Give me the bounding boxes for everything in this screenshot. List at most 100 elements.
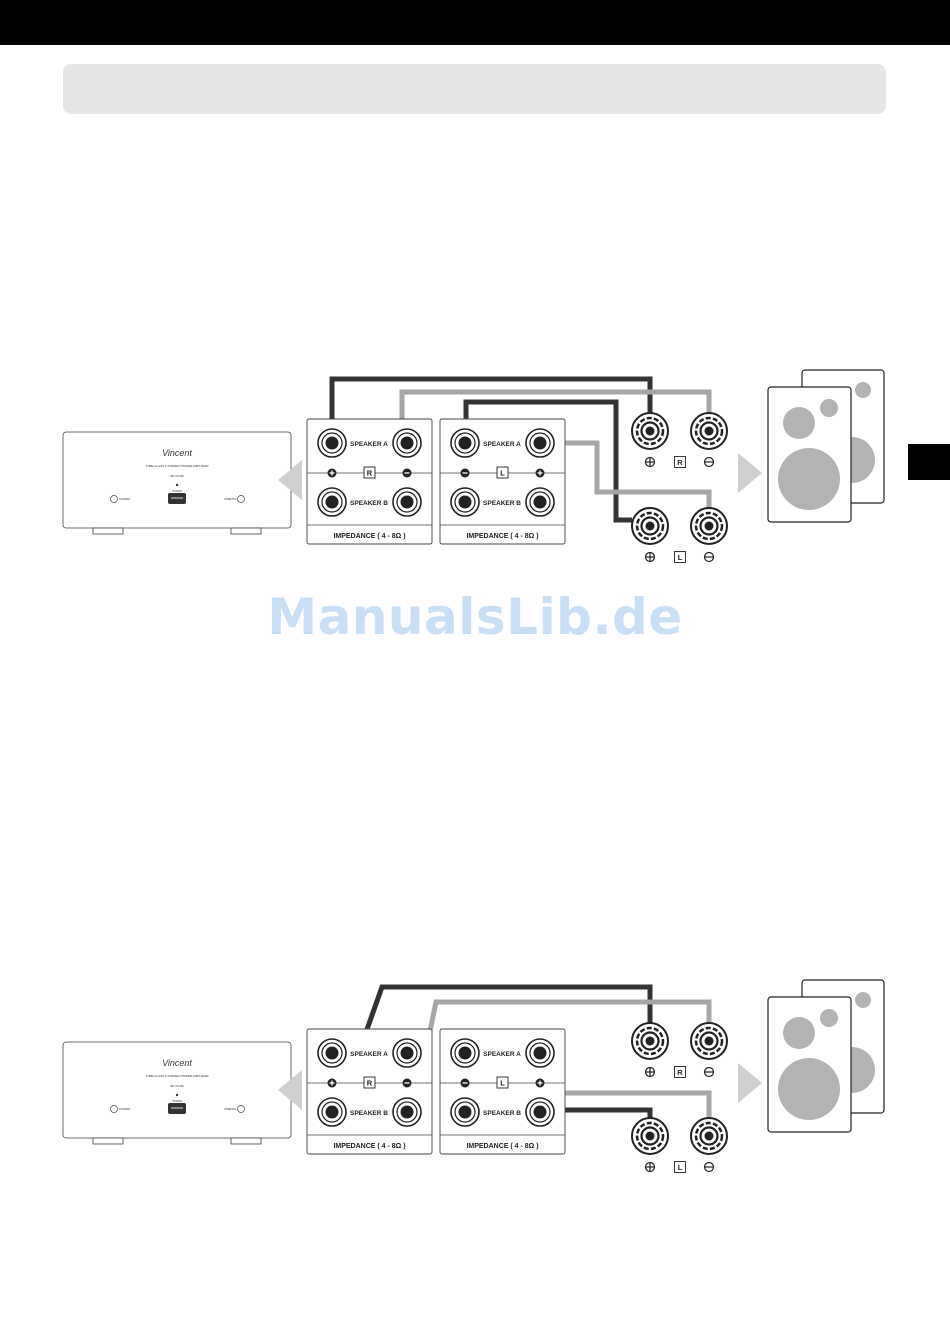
minus-icon <box>703 1066 715 1078</box>
midrange-driver <box>783 1017 815 1049</box>
impedance-label: IMPEDANCE ( 4 - 8Ω ) <box>466 1143 538 1150</box>
speaker-terminals-left: L <box>631 1117 728 1173</box>
speaker-cable <box>554 440 712 508</box>
channel-label: R <box>367 469 373 478</box>
speaker-terminal <box>690 412 728 450</box>
power-led <box>175 1093 179 1097</box>
plus-icon <box>644 1161 656 1173</box>
operate-label: OPERATE <box>224 1108 236 1111</box>
channel-label: R <box>367 1079 373 1088</box>
terminal-panel-right: SPEAKER A SPEAKER B R IMPEDANCE ( 4 - 8Ω ) <box>306 1028 433 1155</box>
channel-label: R <box>677 458 683 467</box>
plus-icon <box>644 1066 656 1078</box>
standby-button <box>110 495 118 503</box>
speaker-terminals-right: R <box>631 1022 728 1078</box>
minus-icon <box>460 1078 470 1088</box>
amplifier-model: SP-T2 MK <box>170 474 184 478</box>
speaker-a-label: SPEAKER A <box>483 1051 521 1058</box>
operate-label: OPERATE <box>224 498 236 501</box>
binding-post <box>392 487 422 517</box>
amplifier-foot <box>92 527 124 535</box>
impedance-label: IMPEDANCE ( 4 - 8Ω ) <box>333 533 405 540</box>
speaker-b-label: SPEAKER B <box>350 1110 388 1117</box>
arrow-right-icon <box>738 453 762 493</box>
top-bar <box>0 0 950 45</box>
binding-post <box>450 1097 480 1127</box>
watermark: ManualsLib.de <box>267 588 683 646</box>
minus-icon <box>402 1078 412 1088</box>
binding-post <box>392 428 422 458</box>
speaker-terminals-left: L <box>631 507 728 563</box>
speaker-a-label: SPEAKER A <box>350 1051 388 1058</box>
loudspeaker-pair <box>767 979 885 1133</box>
loudspeaker-pair <box>767 369 885 523</box>
midrange-driver <box>783 407 815 439</box>
operate-button <box>237 495 245 503</box>
speaker-cable <box>329 376 653 429</box>
standby-label: STANDBY <box>119 1108 131 1111</box>
operate-button <box>237 1105 245 1113</box>
speaker-terminal <box>631 412 669 450</box>
binding-post <box>450 487 480 517</box>
arrow-left-icon <box>278 1070 302 1110</box>
impedance-label: IMPEDANCE ( 4 - 8Ω ) <box>333 1143 405 1150</box>
channel-label: R <box>677 1068 683 1077</box>
chapter-tab <box>908 444 950 480</box>
speaker-b-label: SPEAKER B <box>350 500 388 507</box>
minus-icon <box>460 468 470 478</box>
impedance-label: IMPEDANCE ( 4 - 8Ω ) <box>466 533 538 540</box>
amplifier-brand: Vincent <box>162 1058 192 1068</box>
tweeter <box>855 992 871 1008</box>
arrow-right-icon <box>738 1063 762 1103</box>
binding-post <box>525 1097 555 1127</box>
amplifier-body <box>62 431 292 529</box>
channel-label: L <box>500 469 505 478</box>
tweeter <box>820 1009 838 1027</box>
binding-post <box>525 1038 555 1068</box>
speaker-terminals-right: R <box>631 412 728 468</box>
plus-icon <box>327 468 337 478</box>
amplifier-foot <box>230 527 262 535</box>
power-switch-slot <box>171 1107 183 1109</box>
minus-icon <box>703 456 715 468</box>
speaker-a-label: SPEAKER A <box>483 441 521 448</box>
amplifier-model: SP-T2 MK <box>170 1084 184 1088</box>
speaker-terminal <box>631 1022 669 1060</box>
binding-post <box>317 487 347 517</box>
amplifier-subtitle: TUBE CLASS A STEREO POWER AMPLIFIER <box>145 1074 209 1078</box>
terminal-panel-left: SPEAKER A SPEAKER B L IMPEDANCE ( 4 - 8Ω ) <box>439 418 566 545</box>
power-switch-slot <box>171 497 183 499</box>
amplifier-body <box>62 1041 292 1139</box>
speaker-cable <box>463 399 632 523</box>
binding-post <box>450 428 480 458</box>
plus-icon <box>644 456 656 468</box>
channel-label: L <box>500 1079 505 1088</box>
power-label: POWER <box>172 490 182 493</box>
plus-icon <box>327 1078 337 1088</box>
amplifier-foot <box>92 1137 124 1145</box>
plus-icon <box>644 551 656 563</box>
minus-icon <box>703 1161 715 1173</box>
plus-icon <box>535 1078 545 1088</box>
amplifier-subtitle: TUBE CLASS A STEREO POWER AMPLIFIER <box>145 464 209 468</box>
binding-post <box>392 1097 422 1127</box>
standby-button <box>110 1105 118 1113</box>
speaker-terminal <box>690 1022 728 1060</box>
amplifier-foot <box>230 1137 262 1145</box>
arrow-left-icon <box>278 460 302 500</box>
speaker-cable <box>399 389 712 429</box>
binding-post <box>317 1038 347 1068</box>
woofer <box>778 448 840 510</box>
section-title-box <box>63 64 886 114</box>
amplifier-brand: Vincent <box>162 448 192 458</box>
channel-label: L <box>678 1163 683 1172</box>
speaker-terminal <box>690 507 728 545</box>
speaker-b-label: SPEAKER B <box>483 500 521 507</box>
plus-icon <box>535 468 545 478</box>
